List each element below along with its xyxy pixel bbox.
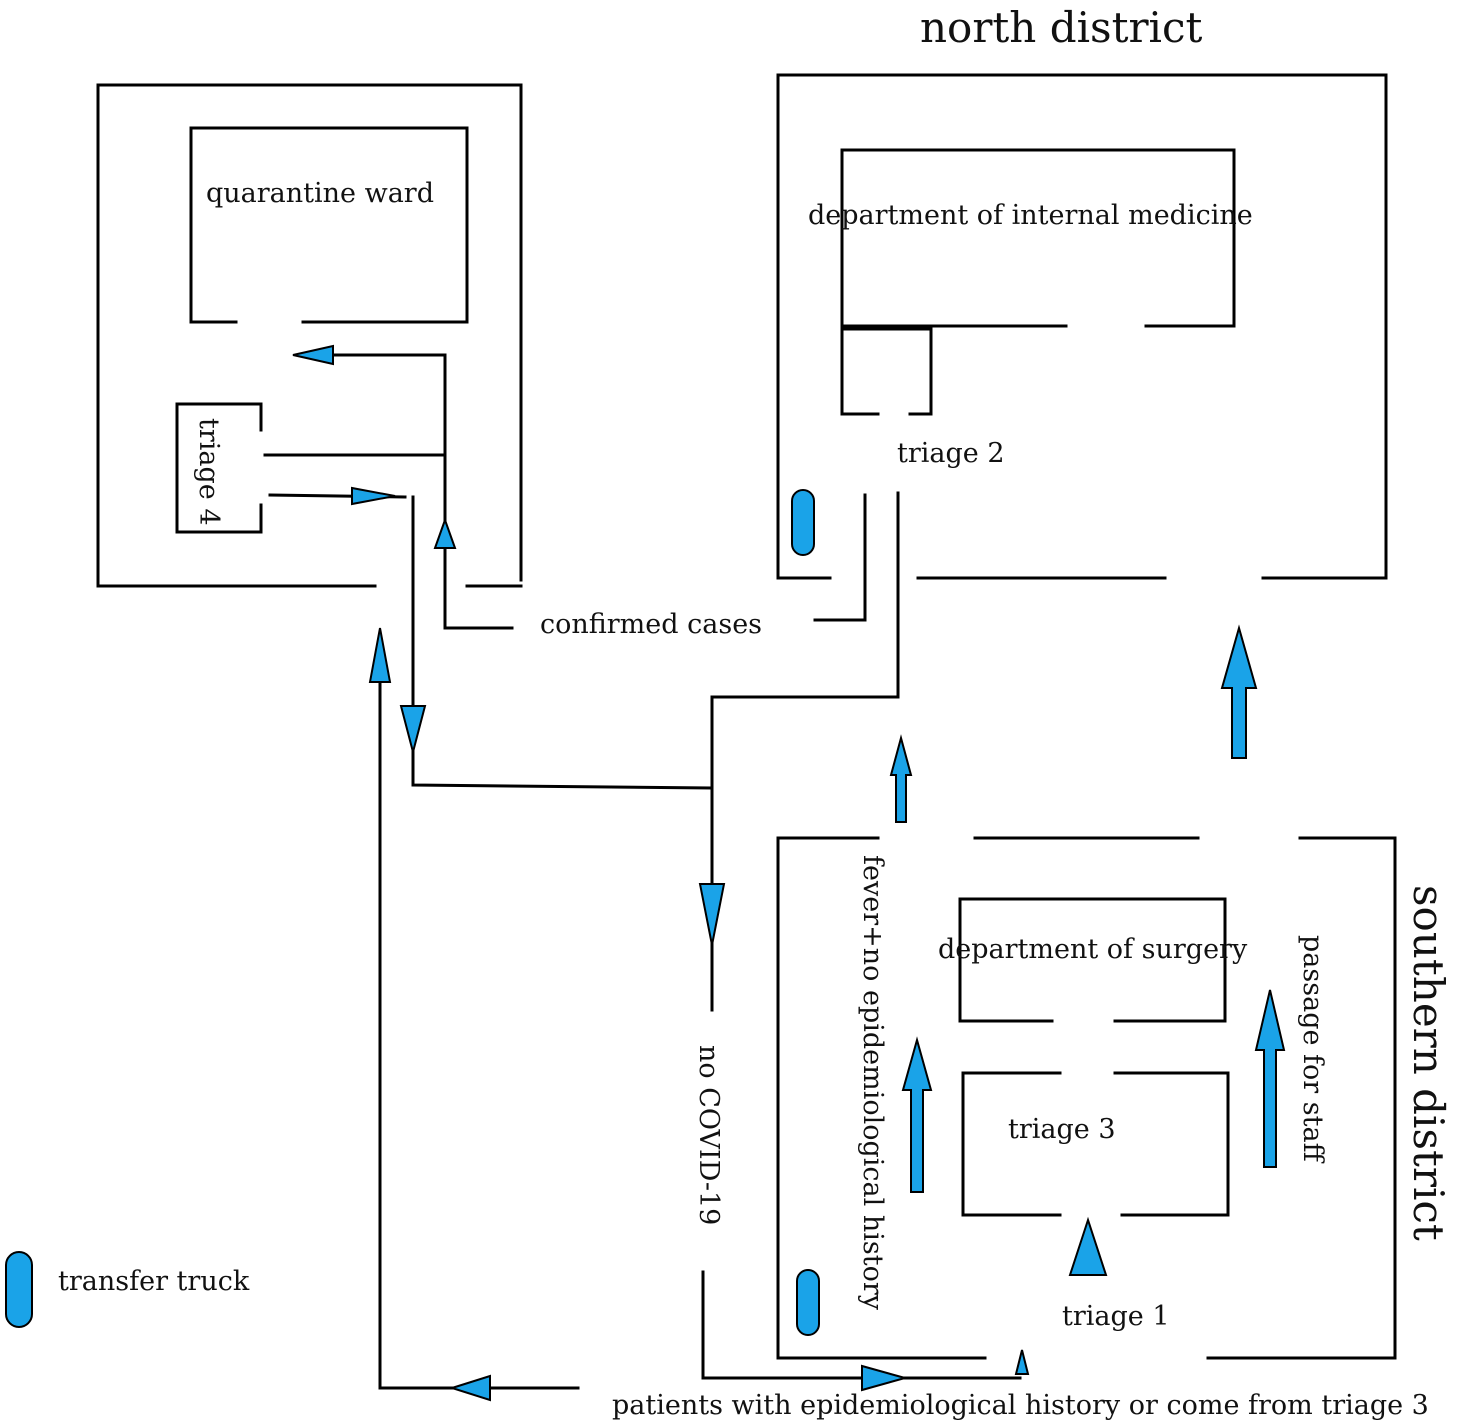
arrow-up-icon — [1254, 989, 1286, 1168]
triage-4-label: triage 4 — [193, 418, 224, 526]
triage-3-room — [961, 1071, 1230, 1217]
triangle-up-icon — [1014, 1349, 1030, 1375]
triangle-up-icon — [1068, 1216, 1108, 1276]
triage-3-label: triage 3 — [1008, 1114, 1116, 1145]
fever-path-label: fever+no epidemiological history — [857, 855, 888, 1311]
surgery-label: department of surgery — [938, 934, 1248, 965]
no-covid-label: no COVID-19 — [693, 1045, 724, 1225]
triage-1-label: triage 1 — [1062, 1301, 1170, 1332]
epidemiological-path-label: patients with epidemiological history or… — [612, 1390, 1429, 1421]
arrow-up-icon — [368, 627, 392, 683]
triage-2-room — [840, 326, 933, 416]
triage-4-room — [175, 402, 263, 534]
internal-medicine-room — [840, 148, 1236, 328]
southern-district-title: southern district — [1404, 885, 1453, 1241]
arrow-right-icon — [351, 486, 396, 506]
arrow-down-icon — [399, 705, 427, 756]
legend: transfer truck — [5, 1251, 250, 1328]
staff-passage-label: passage for staff — [1297, 935, 1328, 1164]
transfer-truck-icon — [796, 1269, 820, 1336]
quarantine-ward-room — [189, 126, 469, 324]
arrow-up-icon — [889, 734, 913, 823]
transfer-truck-icon — [5, 1251, 33, 1328]
arrow-up-icon — [901, 1036, 933, 1193]
quarantine-ward-label: quarantine ward — [206, 178, 434, 209]
quarantine-district: quarantine ward triage 4 confirmed cases — [96, 83, 900, 1012]
triage-2-label: triage 2 — [897, 438, 1005, 469]
arrow-left-icon — [292, 344, 334, 366]
big-arrow-up-icon — [1220, 624, 1258, 759]
arrow-down-icon — [698, 883, 726, 946]
arrow-up-icon — [433, 517, 457, 549]
north-district: north district department of internal me… — [776, 3, 1388, 759]
surgery-room — [958, 897, 1227, 1023]
arrow-left-icon — [448, 1374, 491, 1402]
internal-medicine-label: department of internal medicine — [808, 200, 1253, 231]
southern-district: southern district department of surgery … — [776, 734, 1453, 1360]
legend-truck-label: transfer truck — [58, 1266, 250, 1297]
patient-flows: no COVID-19 patients with epidemiologica… — [368, 627, 1429, 1421]
transfer-truck-icon — [791, 489, 815, 556]
arrow-right-icon — [861, 1364, 909, 1392]
confirmed-cases-label: confirmed cases — [540, 609, 762, 640]
north-district-title: north district — [920, 3, 1202, 52]
